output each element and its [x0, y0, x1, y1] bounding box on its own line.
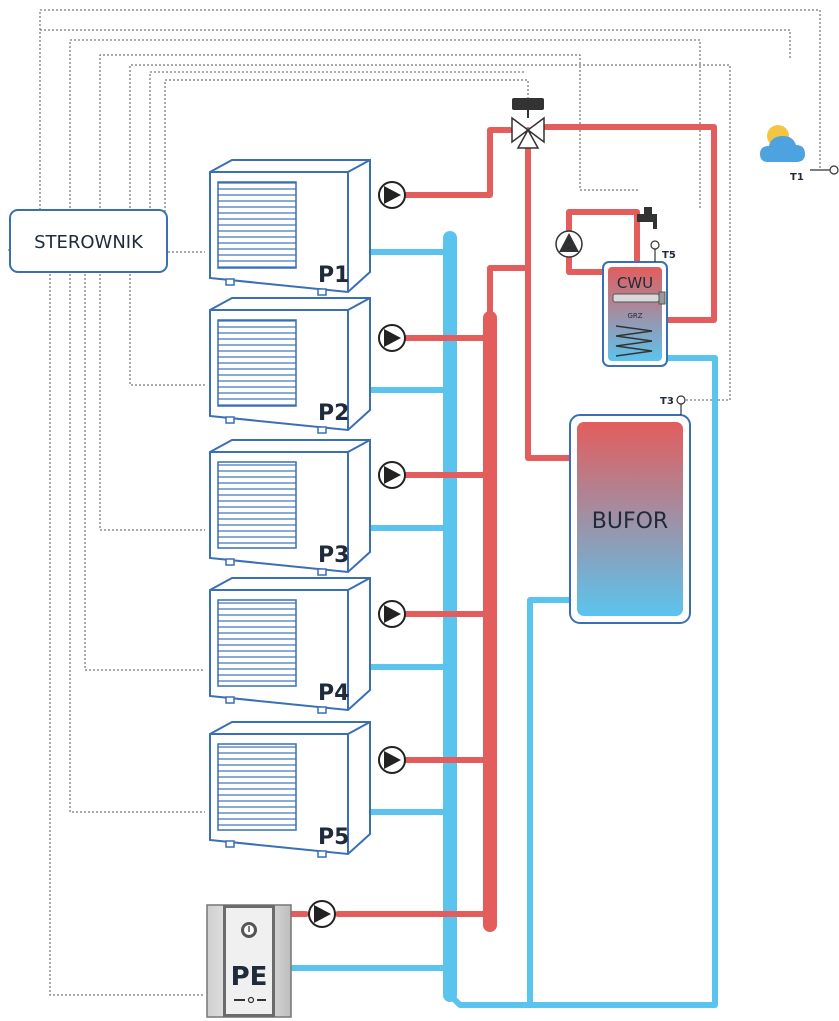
fan-grille-icon: [217, 319, 297, 407]
heat-pump-label: P4: [318, 681, 349, 706]
controller-label: STEROWNIK: [34, 232, 144, 253]
sensor-t1-label: T1: [790, 172, 804, 183]
supply-pipes: [287, 124, 717, 932]
signal-line-p1b: [149, 71, 525, 240]
signal-line-valve: [164, 79, 529, 240]
sensor-t3-label: T3: [660, 396, 674, 407]
dhw-pump-label-2: CWU: [563, 246, 575, 252]
electric-heater-icon: [612, 293, 660, 303]
circulation-pump-pe[interactable]: [308, 900, 336, 928]
supply-p1: [403, 127, 513, 198]
buffer-tank[interactable]: BUFOR: [569, 414, 691, 624]
signal-line-t5: [99, 54, 640, 240]
signal-line-p2: [129, 270, 205, 386]
supply-valve-to-cwu: [543, 124, 717, 323]
supply-valve-to-buffer: [525, 145, 576, 461]
heat-pump-unit-p3[interactable]: P3: [209, 439, 371, 576]
dhw-tank[interactable]: CWU GRZ: [602, 261, 668, 367]
heat-pump-unit-p2[interactable]: P2: [209, 297, 371, 434]
circulation-pump-p4[interactable]: [378, 600, 406, 628]
fan-grille-icon: [217, 461, 297, 549]
pump-arrow-icon: [384, 466, 401, 484]
dhw-circulation-loop: [566, 209, 640, 275]
heat-pump-label: P2: [318, 401, 349, 426]
signal-line-p4: [84, 270, 205, 671]
dhw-coil-icon: [615, 325, 653, 357]
fan-grille-icon: [217, 599, 297, 687]
control-signal-lines: [8, 9, 821, 996]
heat-pump-unit-p4[interactable]: P4: [209, 577, 371, 714]
signal-line-cwu: [69, 39, 701, 240]
sensor-t1: T1: [790, 165, 839, 183]
sensor-t5-label: T5: [662, 250, 676, 261]
dhw-pump-label-1: PC: [566, 240, 573, 246]
dhw-tank-label: CWU: [617, 274, 653, 292]
supply-riser-top: [487, 127, 531, 321]
fan-grille-icon: [217, 181, 297, 269]
pump-arrow-icon: [384, 329, 401, 347]
return-bottom-loop: [447, 355, 718, 1008]
circulation-pump-p1[interactable]: [378, 181, 406, 209]
return-buffer: [527, 597, 576, 1008]
weather-sun-cloud-icon: [760, 125, 805, 162]
three-way-valve[interactable]: [511, 98, 545, 149]
circulation-pump-p2[interactable]: [378, 324, 406, 352]
signal-line-p1: [39, 29, 791, 250]
pellet-boiler[interactable]: PE: [206, 904, 292, 1018]
boiler-label: PE: [231, 962, 268, 992]
heat-pump-label: P5: [318, 825, 349, 850]
pump-arrow-icon: [384, 751, 401, 769]
sensor-t3: T3: [660, 395, 686, 415]
heater-label: GRZ: [627, 312, 642, 320]
circulation-pump-p3[interactable]: [378, 461, 406, 489]
circulation-pump-p5[interactable]: [378, 746, 406, 774]
heat-pump-unit-p5[interactable]: P5: [209, 721, 371, 858]
controller-box[interactable]: STEROWNIK: [9, 209, 168, 273]
pump-arrow-icon: [384, 186, 401, 204]
signal-line-p5: [69, 270, 205, 813]
buffer-label: BUFOR: [592, 509, 668, 534]
heat-pump-label: P3: [318, 543, 349, 568]
heat-pump-label: P1: [318, 263, 349, 288]
fan-grille-icon: [217, 743, 297, 831]
dhw-circulation-pump[interactable]: PC CWU: [555, 230, 583, 258]
pump-arrow-icon: [314, 905, 331, 923]
hot-water-tap-icon: [637, 207, 657, 229]
valve-actuator-icon: [512, 98, 544, 110]
signal-line-p3: [99, 270, 205, 531]
signal-line-pe: [49, 270, 205, 996]
pump-arrow-icon: [384, 605, 401, 623]
sensor-t5: T5: [650, 240, 676, 262]
heat-pump-unit-p1[interactable]: P1: [209, 159, 371, 296]
